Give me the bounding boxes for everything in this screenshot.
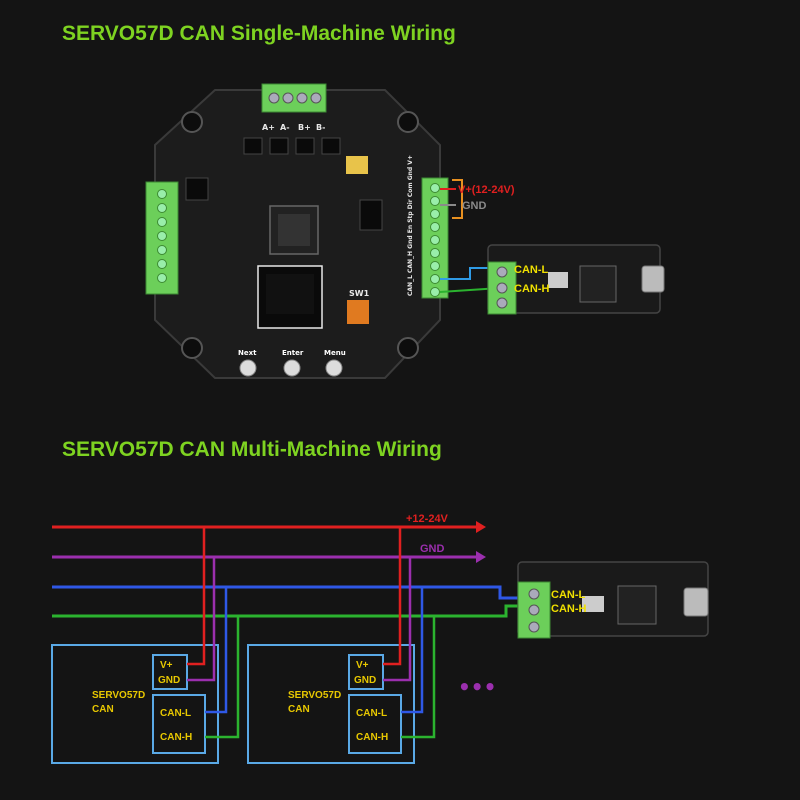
driver1-gnd-wire bbox=[187, 557, 216, 682]
mount-hole bbox=[181, 111, 203, 133]
terminal-screw bbox=[528, 621, 540, 633]
next-button[interactable] bbox=[239, 359, 257, 377]
driver-box-1: SERVO57D CAN V+ GND CAN-L CAN-H bbox=[51, 644, 219, 764]
servo-board: A+ A- B+ B- SW1 Next Enter Menu bbox=[145, 83, 449, 379]
adapter-chip bbox=[579, 265, 617, 303]
regulator-chip bbox=[185, 177, 209, 201]
driver1-can-l-wire bbox=[205, 587, 228, 714]
power-bracket bbox=[452, 179, 463, 219]
terminal-screw bbox=[296, 92, 308, 104]
mount-hole bbox=[181, 337, 203, 359]
port-can-l: CAN-L bbox=[160, 708, 191, 719]
mosfet-chip bbox=[321, 137, 341, 155]
port-can-l: CAN-L bbox=[356, 708, 387, 719]
usb-can-adapter-single: CAN-L CAN-H bbox=[487, 244, 665, 315]
driver2-can-l-wire bbox=[401, 587, 424, 714]
terminal-screw bbox=[310, 92, 322, 104]
power-port-box bbox=[152, 654, 188, 690]
port-gnd: GND bbox=[158, 675, 180, 686]
terminal-screw bbox=[268, 92, 280, 104]
adapter-chip bbox=[617, 585, 657, 625]
motor-pin-b-minus: B- bbox=[316, 123, 325, 132]
driver1-vplus-wire bbox=[187, 527, 206, 666]
single-can-l-wire bbox=[440, 267, 500, 280]
motor-pin-a-minus: A- bbox=[280, 123, 290, 132]
mosfet-chip bbox=[269, 137, 289, 155]
terminal-screw bbox=[496, 282, 508, 294]
single-can-h-label: CAN-H bbox=[514, 283, 549, 295]
enter-button[interactable] bbox=[283, 359, 301, 377]
button-label-enter: Enter bbox=[282, 349, 304, 357]
oled-display-area bbox=[266, 274, 314, 314]
driver2-can-h-wire bbox=[401, 616, 436, 739]
terminal-screw bbox=[528, 588, 540, 600]
driver-name: SERVO57D bbox=[92, 690, 145, 701]
port-can-h: CAN-H bbox=[160, 732, 192, 743]
sw1-label: SW1 bbox=[349, 289, 370, 298]
right-terminal-screws bbox=[430, 183, 440, 297]
motor-pin-a-plus: A+ bbox=[262, 123, 275, 132]
driver-outline bbox=[247, 644, 415, 764]
driver1-can-h-wire bbox=[205, 616, 240, 739]
bus-vplus-arrow bbox=[476, 521, 486, 533]
can-port-box bbox=[348, 694, 402, 754]
port-gnd: GND bbox=[354, 675, 376, 686]
port-can-h: CAN-H bbox=[356, 732, 388, 743]
mosfet-chip bbox=[295, 137, 315, 155]
adapter-header bbox=[582, 596, 604, 612]
bus-gnd-arrow bbox=[476, 551, 486, 563]
dip-switch bbox=[347, 300, 369, 324]
driver2-vplus-wire bbox=[383, 527, 402, 666]
mount-hole bbox=[397, 337, 419, 359]
terminal-screw bbox=[528, 604, 540, 616]
mcu-core bbox=[278, 214, 310, 246]
driver-sub: CAN bbox=[288, 704, 310, 715]
side-silkscreen: CAN_L CAN_H Gnd En Stp Dir Com Gnd V+ bbox=[407, 155, 414, 296]
mosfet-chip bbox=[243, 137, 263, 155]
menu-button[interactable] bbox=[325, 359, 343, 377]
left-terminal-screws bbox=[157, 189, 167, 283]
single-can-l-label: CAN-L bbox=[514, 264, 548, 276]
single-vplus-label: V+(12-24V) bbox=[458, 184, 515, 196]
port-vplus: V+ bbox=[356, 660, 369, 671]
power-port-box bbox=[348, 654, 384, 690]
driver-chip bbox=[359, 199, 383, 231]
multi-can-h-label: CAN-H bbox=[551, 603, 586, 615]
bus-vplus-label: +12-24V bbox=[406, 513, 449, 525]
multi-machine-title: SERVO57D CAN Multi-Machine Wiring bbox=[62, 438, 442, 461]
bus-can-l-to-adapter bbox=[496, 585, 520, 600]
mount-hole bbox=[397, 111, 419, 133]
terminal-screw bbox=[282, 92, 294, 104]
capacitor bbox=[346, 156, 368, 174]
driver-outline bbox=[51, 644, 219, 764]
terminal-screw bbox=[496, 266, 508, 278]
terminal-screw bbox=[496, 297, 508, 309]
can-port-box bbox=[152, 694, 206, 754]
driver-name: SERVO57D bbox=[288, 690, 341, 701]
driver-sub: CAN bbox=[92, 704, 114, 715]
driver-box-2: SERVO57D CAN V+ GND CAN-L CAN-H bbox=[247, 644, 415, 764]
more-drivers-ellipsis: ••• bbox=[458, 675, 496, 699]
usb-port bbox=[641, 265, 665, 293]
single-gnd-label: GND bbox=[462, 200, 487, 212]
usb-port bbox=[683, 587, 709, 617]
button-label-menu: Menu bbox=[324, 349, 346, 357]
bus-gnd-label: GND bbox=[420, 543, 445, 555]
driver2-gnd-wire bbox=[383, 557, 412, 682]
usb-can-adapter-multi: CAN-L CAN-H bbox=[517, 561, 709, 639]
button-label-next: Next bbox=[238, 349, 257, 357]
adapter-header bbox=[548, 272, 568, 288]
motor-pin-b-plus: B+ bbox=[298, 123, 311, 132]
multi-can-l-label: CAN-L bbox=[551, 589, 585, 601]
bus-can-h-to-adapter bbox=[496, 604, 520, 618]
port-vplus: V+ bbox=[160, 660, 173, 671]
single-machine-title: SERVO57D CAN Single-Machine Wiring bbox=[62, 22, 456, 45]
